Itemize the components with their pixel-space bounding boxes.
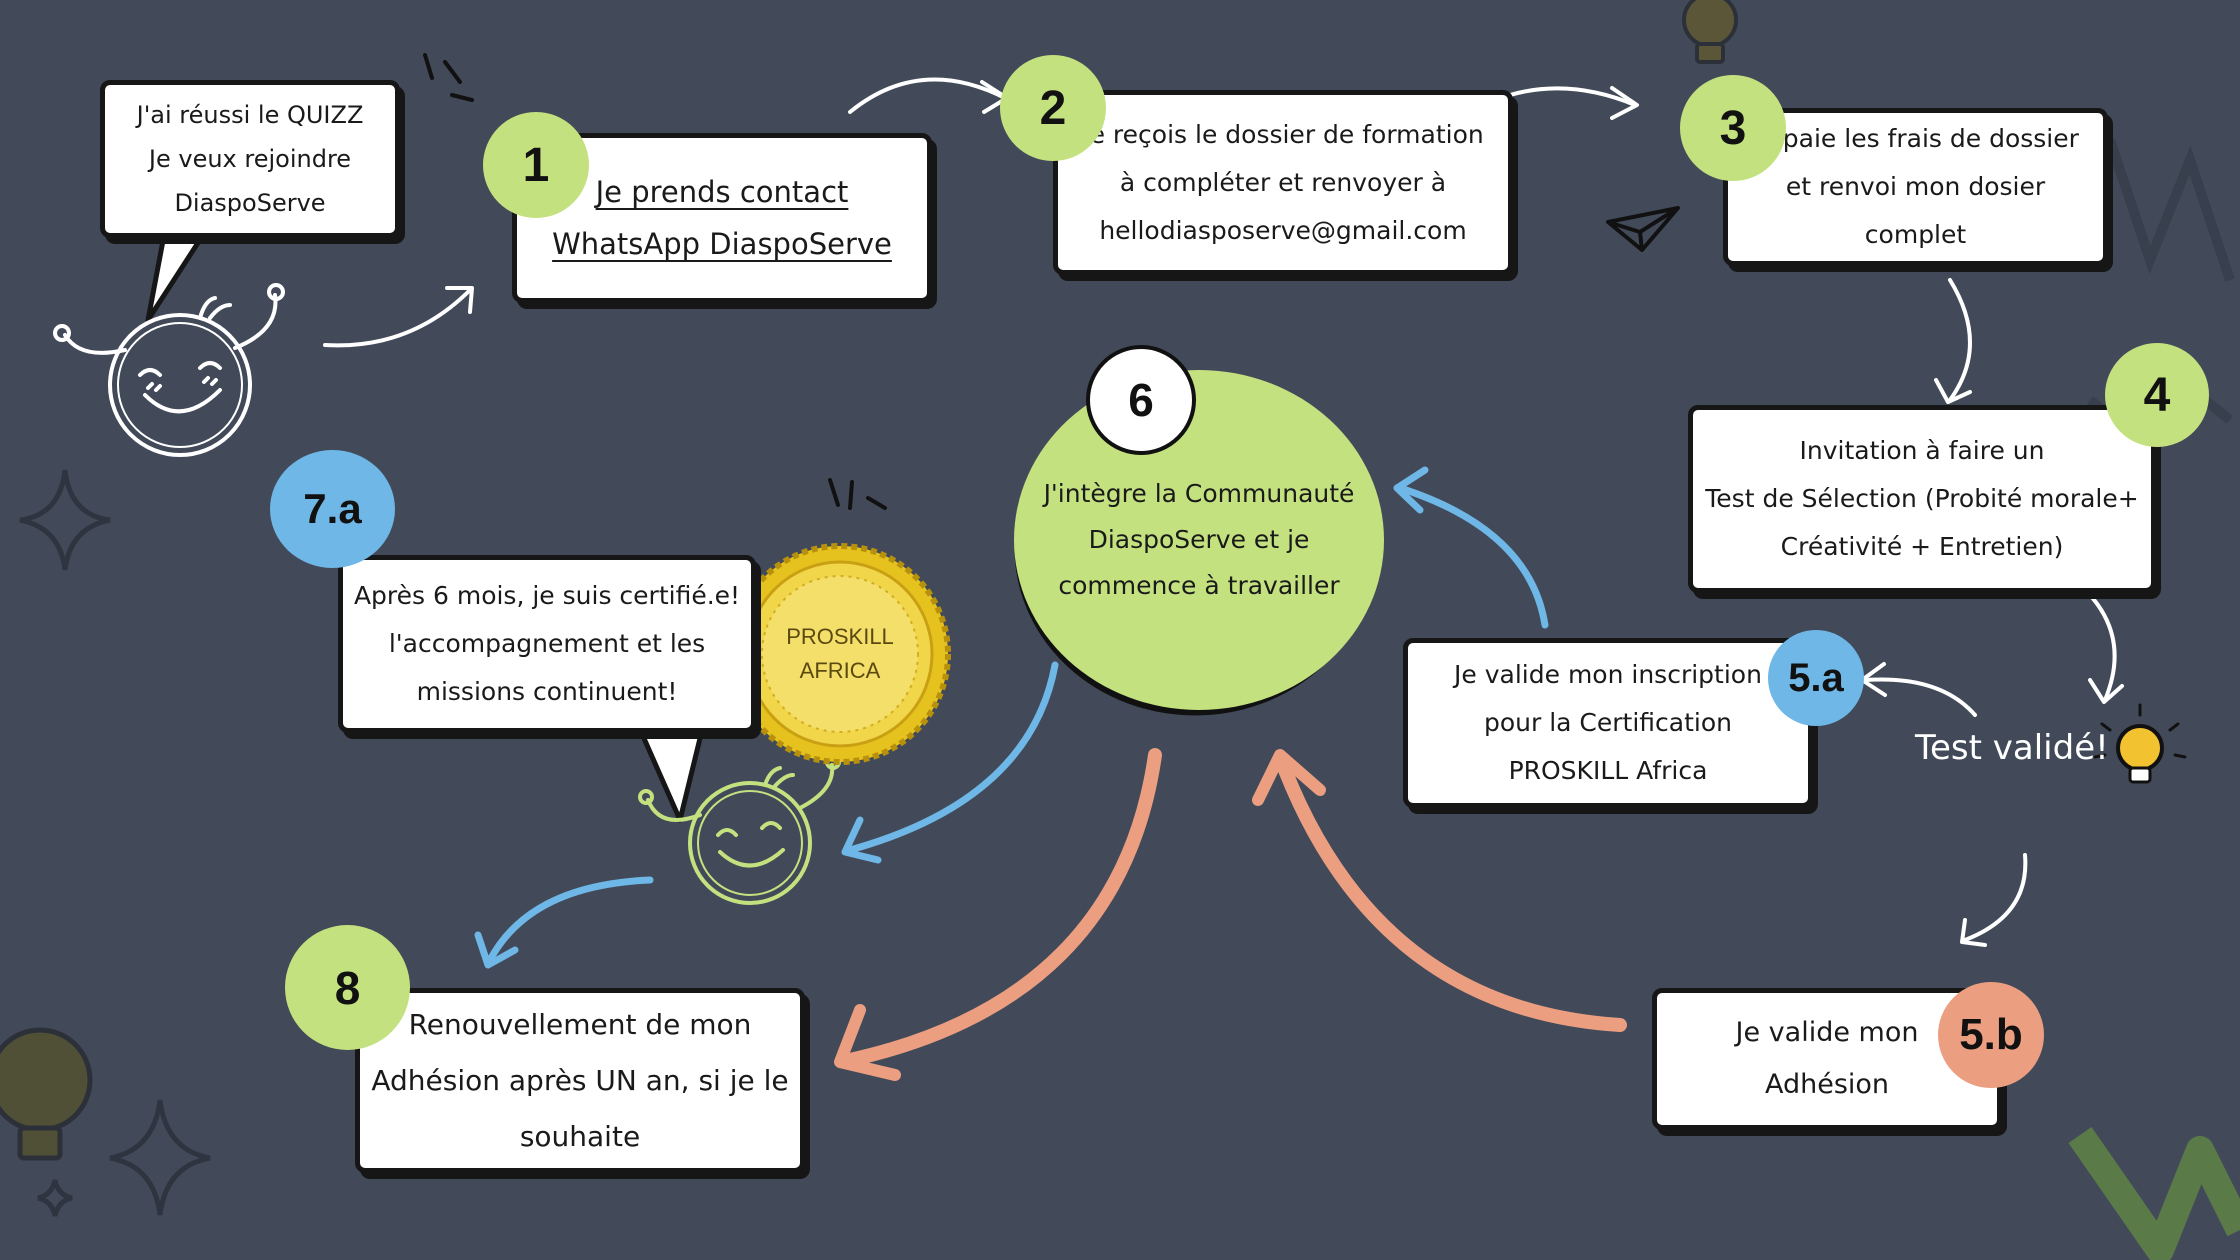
step-2-email[interactable]: hellodiasposerve@gmail.com: [1099, 215, 1467, 245]
arrow-6-to-8: [834, 748, 1162, 1081]
step-5b-line-2: Adhésion: [1764, 1069, 1890, 1100]
lightbulb-icon: [1682, 0, 1738, 64]
step-3-line-2: et renvoi mon dosier complet: [1785, 172, 2046, 249]
step-4-badge: 4: [2105, 343, 2209, 447]
sparkle-star-icon: [19, 469, 111, 571]
proskill-seal-icon: [729, 543, 951, 765]
step-2-line-2: à compléter et renvoyer à: [1119, 167, 1447, 197]
step-8-box: Renouvellement de mon Adhésion après UN …: [355, 988, 805, 1173]
step-6-badge: 6: [1086, 345, 1196, 455]
paper-plane-icon: [1606, 206, 1680, 252]
step-5b-badge: 5.b: [1938, 982, 2044, 1088]
arrow-6-to-7a: [841, 661, 1059, 864]
smiley-character-icon: [53, 283, 285, 457]
step-8-line-2: Adhésion après UN an, si je le: [371, 1063, 789, 1097]
step-5b-line-1: Je valide mon: [1735, 1017, 1919, 1048]
seal-text: PROSKILL AFRICA: [770, 620, 910, 688]
speech-bubble-tail: [145, 227, 208, 323]
step-2-box: Je reçois le dossier de formation à comp…: [1053, 90, 1513, 275]
start-line-1: J'ai réussi le QUIZZ: [136, 101, 364, 129]
step-2-line-1: Je reçois le dossier de formation: [1082, 119, 1484, 149]
arrow-3-to-4: [1934, 278, 1972, 404]
step-5a-line-1: Je valide mon inscription: [1454, 660, 1762, 689]
step-5a-line-3: PROSKILL Africa: [1508, 756, 1708, 785]
step-6-line-2: DiaspoServe et je: [1088, 525, 1310, 554]
arrow-1-to-2: [848, 77, 1009, 114]
step-4-line-2: Test de Sélection (Probité morale+: [1705, 484, 2139, 513]
arrow-test-to-5b: [1960, 853, 2028, 947]
emphasis-lines-icon: [423, 53, 887, 510]
step-3-line-1: Je paie les frais de dossier: [1752, 124, 2079, 153]
smiley-character-icon: [638, 754, 841, 905]
step-5a-box: Je valide mon inscription pour la Certif…: [1403, 638, 1813, 808]
step-7a-badge: 7.a: [270, 450, 395, 568]
step-6-line-1: J'intègre la Communauté: [1043, 479, 1355, 508]
step-4-line-1: Invitation à faire un: [1799, 436, 2045, 465]
arrow-5b-to-6: [1252, 749, 1627, 1032]
arrow-5a-to-6: [1393, 466, 1549, 629]
step-8-line-3: souhaite: [519, 1119, 641, 1153]
arrow-test-to-5a: [1860, 662, 1977, 717]
arrow-4-to-test: [2088, 593, 2124, 704]
step-8-badge: 8: [285, 925, 410, 1050]
step-1-line-1[interactable]: Je prends contact: [595, 175, 849, 209]
seal-line-2: AFRICA: [799, 658, 881, 683]
seal-line-1: PROSKILL: [786, 624, 894, 649]
step-7a-speech-bubble: Après 6 mois, je suis certifié.e! l'acco…: [338, 555, 756, 733]
arrow-2-to-3: [1508, 86, 1639, 120]
start-line-2: Je veux rejoindre: [148, 145, 352, 173]
step-6-line-3: commence à travailler: [1058, 571, 1340, 600]
test-validated-label: Test validé!: [1915, 728, 2109, 768]
step-5a-line-2: pour la Certification: [1483, 708, 1732, 737]
sparkle-star-icon: [37, 1099, 211, 1217]
start-speech-bubble: J'ai réussi le QUIZZ Je veux rejoindre D…: [100, 80, 400, 238]
green-zigzag-decoration: [2068, 1127, 2240, 1260]
step-4-line-3: Créativité + Entretien): [1780, 532, 2064, 561]
start-line-3: DiaspoServe: [174, 189, 326, 217]
step-2-badge: 2: [1000, 55, 1106, 161]
step-4-box: Invitation à faire un Test de Sélection …: [1688, 405, 2156, 593]
step-7a-line-3: missions continuent!: [416, 677, 678, 706]
step-7a-line-1: Après 6 mois, je suis certifié.e!: [353, 581, 741, 610]
lightbulb-icon: [0, 1027, 93, 1161]
step-7a-line-2: l'accompagnement et les: [388, 629, 706, 658]
step-8-line-1: Renouvellement de mon: [408, 1007, 752, 1041]
step-1-badge: 1: [483, 112, 589, 218]
step-1-line-2[interactable]: WhatsApp DiaspoServe: [552, 227, 892, 261]
step-6-circle: J'intègre la Communauté DiaspoServe et j…: [1014, 370, 1384, 710]
step-5a-badge: 5.a: [1768, 630, 1864, 726]
step-3-box: Je paie les frais de dossier et renvoi m…: [1723, 108, 2108, 266]
lightbulb-icon: [2093, 703, 2187, 784]
arrow-start-to-1: [323, 286, 474, 348]
arrow-7a-to-8: [474, 876, 654, 969]
step-3-badge: 3: [1680, 75, 1786, 181]
